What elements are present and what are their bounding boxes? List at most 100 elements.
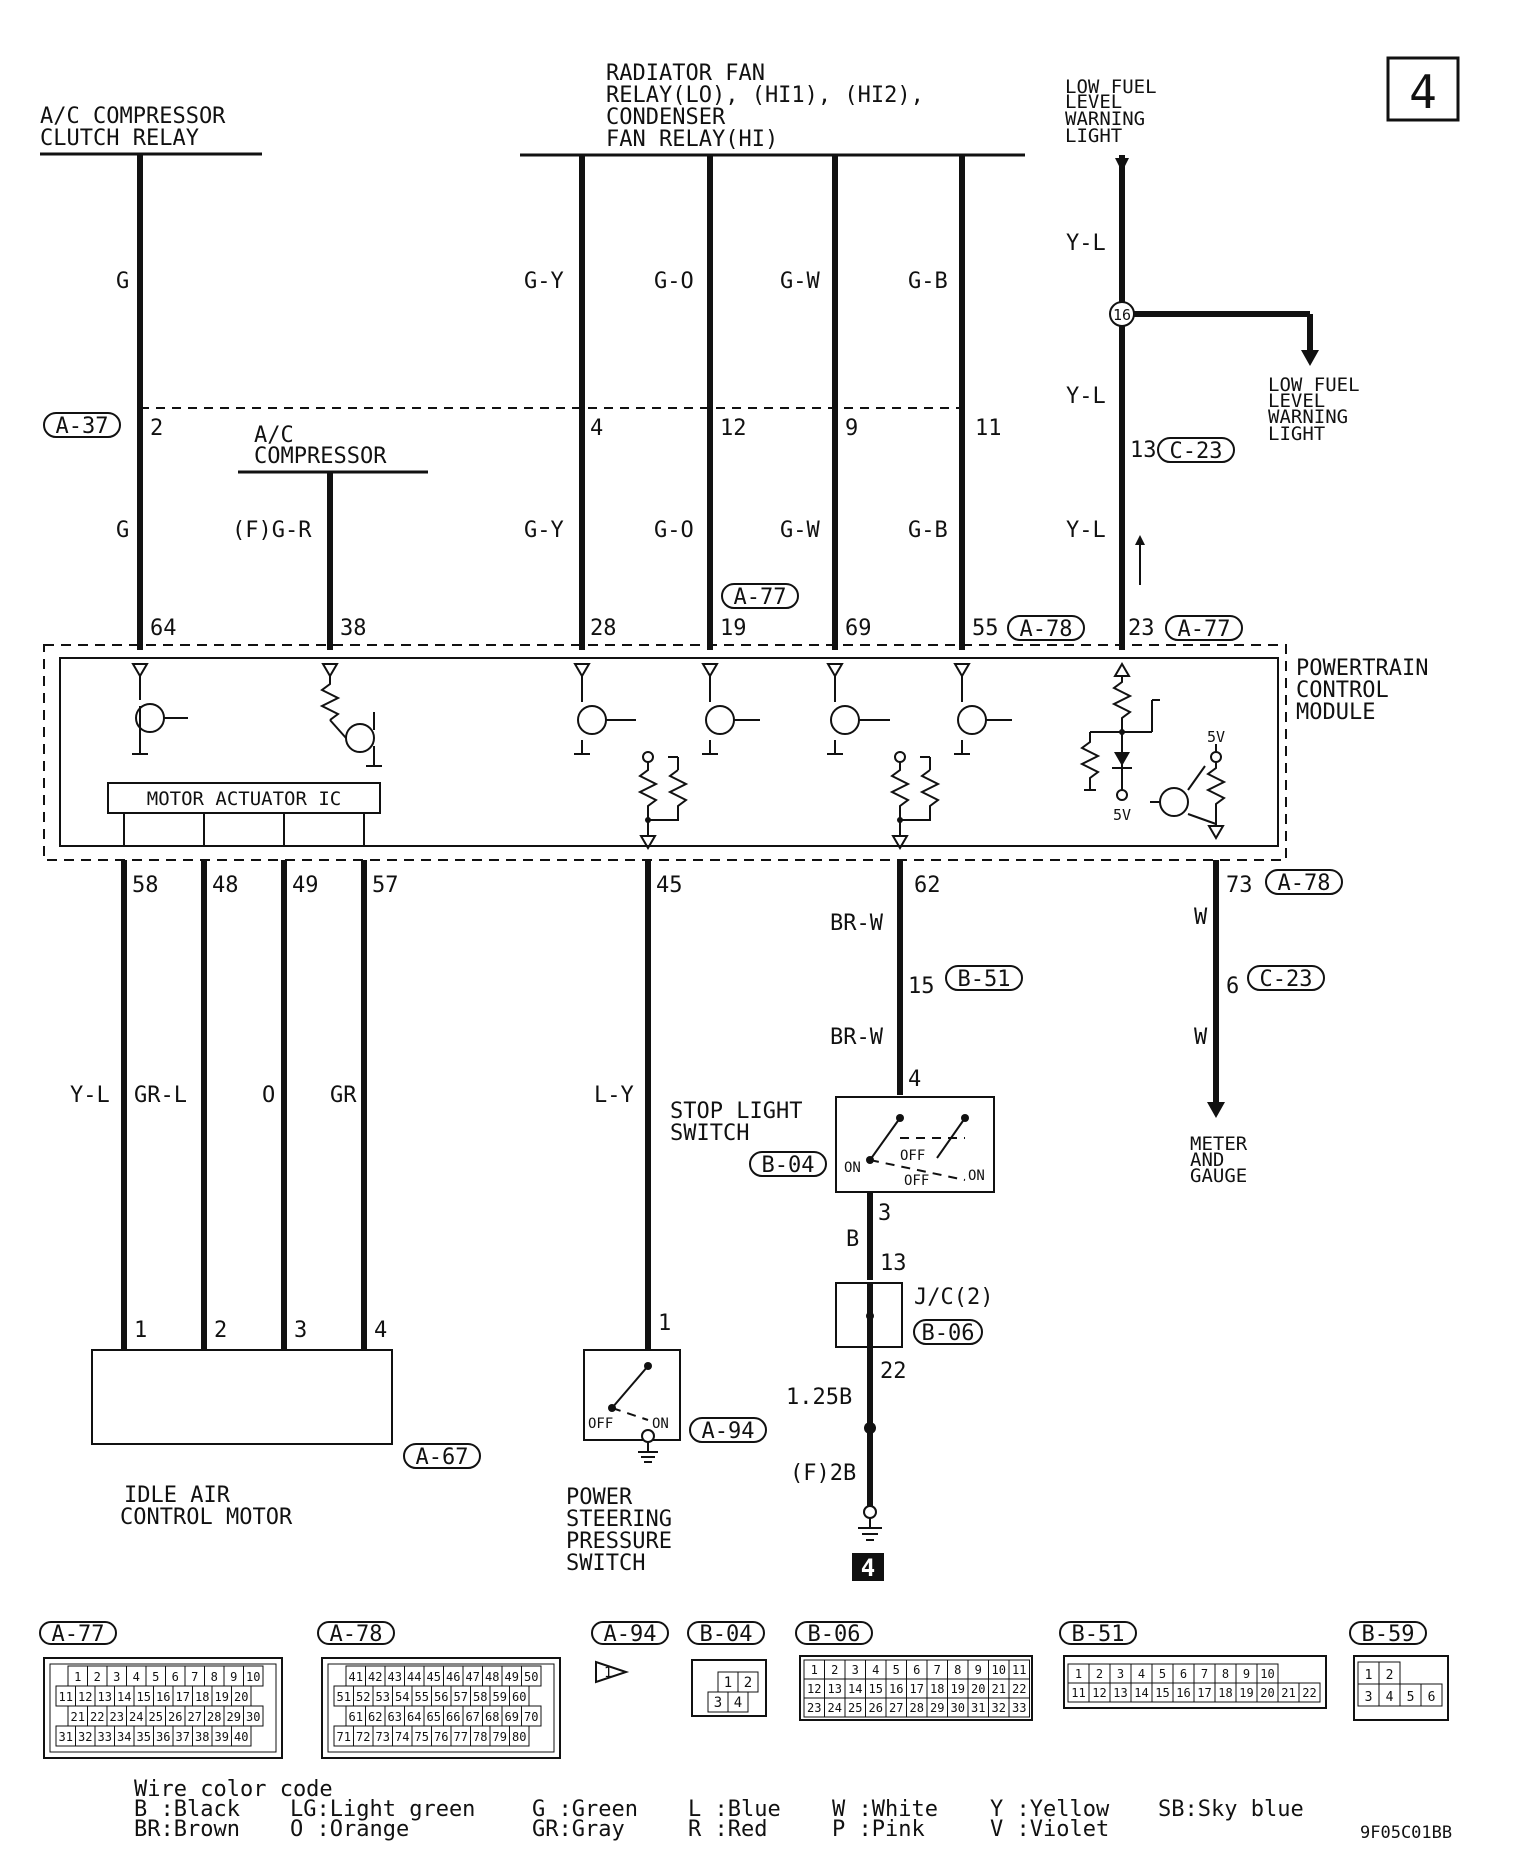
legend-a78-label: A-78: [330, 1622, 383, 1647]
wire-gw-conn-pin: 9: [845, 416, 858, 441]
connector-pin-number: 13: [828, 1682, 842, 1696]
low-fuel-right-4: LIGHT: [1268, 423, 1325, 445]
wire-73-c23-pin: 6: [1226, 974, 1239, 999]
connector-pin-number: 55: [415, 1690, 429, 1704]
connector-pin-number: 15: [1155, 1686, 1169, 1700]
wire-62-b51-pin: 15: [908, 974, 935, 999]
stop-out-pin: 3: [878, 1201, 891, 1226]
iac-label-2: CONTROL MOTOR: [120, 1505, 293, 1530]
wire-go-pcm-pin: 19: [720, 616, 747, 641]
connector-pin-number: 17: [1197, 1686, 1211, 1700]
connector-pin-number: 2: [831, 1663, 838, 1677]
wcc-l: L :Blue: [688, 1797, 781, 1822]
a78-tag-upper: [1007, 615, 1085, 641]
connector-pin-number: 39: [215, 1730, 229, 1744]
connector-pin-number: 15: [869, 1682, 883, 1696]
a77-tag-upper-text: A-77: [734, 585, 787, 610]
legend-a94-pin: 1: [604, 1665, 612, 1681]
connector-pin-number: 46: [446, 1670, 460, 1684]
connector-pin-number: 9: [975, 1663, 982, 1677]
legend-b06-label: B-06: [808, 1622, 861, 1647]
iac-motor-box: [91, 1349, 393, 1445]
wire-49-pcm-pin: 49: [292, 873, 319, 898]
connector-pin-number: 1: [1365, 1668, 1373, 1683]
connector-pin-number: 80: [512, 1730, 526, 1744]
connector-pin-number: 3: [852, 1663, 859, 1677]
connector-pin-number: 23: [110, 1710, 124, 1724]
connector-pin-number: 18: [930, 1682, 944, 1696]
wire-48-color: GR-L: [134, 1083, 187, 1108]
low-fuel-right-2: LEVEL: [1268, 390, 1325, 412]
page-number-box: [1386, 56, 1460, 122]
pcm-5v-right: 5V: [1207, 728, 1225, 746]
connector-pin-number: 20: [1260, 1686, 1274, 1700]
wire-57-color: GR: [330, 1083, 357, 1108]
connector-pin-number: 9: [230, 1670, 237, 1684]
connector-pin-number: 16: [1176, 1686, 1190, 1700]
a77-tag-upper: [721, 583, 799, 609]
connector-pin-number: 69: [505, 1710, 519, 1724]
connector-pin-number: 48: [485, 1670, 499, 1684]
connector-pin-number: 72: [356, 1730, 370, 1744]
a78-tag-lower-text: A-78: [1278, 871, 1331, 896]
connector-pin-number: 20: [971, 1682, 985, 1696]
stop-on-left: ON: [844, 1160, 861, 1176]
connector-pin-number: 23: [807, 1701, 821, 1715]
connector-pin-number: 12: [807, 1682, 821, 1696]
connector-pin-number: 49: [505, 1670, 519, 1684]
wcc-v: V :Violet: [990, 1817, 1109, 1842]
pcm-transistor-55: [953, 663, 1012, 755]
connector-pin-cell: [231, 1725, 252, 1747]
connector-pin-number: 28: [910, 1701, 924, 1715]
stop-switch-link: [869, 1159, 966, 1181]
wcc-gr: GR:Gray: [532, 1817, 625, 1842]
connector-pin-number: 7: [1201, 1667, 1208, 1681]
connector-pin-number: 33: [98, 1730, 112, 1744]
wire-g-pcm-pin: 64: [150, 616, 177, 641]
connector-pin-cell: [1008, 1697, 1030, 1718]
a77-tag-fuel: [1165, 615, 1243, 641]
wire-58-color: Y-L: [70, 1083, 110, 1108]
connector-pin-cell: [509, 1725, 530, 1747]
connector-pin-number: 25: [848, 1701, 862, 1715]
pcm-transistor-69: [826, 663, 890, 755]
connector-pin-number: 2: [94, 1670, 101, 1684]
connector-pin-cell: [1420, 1683, 1443, 1707]
connector-pin-number: 3: [1365, 1690, 1373, 1705]
connector-pin-number: 24: [828, 1701, 842, 1715]
connector-pin-number: 68: [485, 1710, 499, 1724]
a37-tag: [43, 412, 121, 438]
b51-tag-text: B-51: [958, 967, 1011, 992]
wcc-w: W :White: [832, 1797, 938, 1822]
connector-pin-number: 10: [1260, 1667, 1274, 1681]
low-fuel-top-2: LEVEL: [1065, 91, 1122, 113]
ps-label-3: PRESSURE: [566, 1529, 672, 1554]
connector-pin-number: 8: [954, 1663, 961, 1677]
wire-gy-pcm-pin: 28: [590, 616, 617, 641]
connector-pin-number: 27: [188, 1710, 202, 1724]
connector-pin-number: 3: [113, 1670, 120, 1684]
wire-57-pcm-pin: 57: [372, 873, 399, 898]
connector-pin-number: 30: [246, 1710, 260, 1724]
connector-pin-number: 17: [176, 1690, 190, 1704]
wire-color-code: Wire color code B :Black BR:Brown LG:Lig…: [134, 1777, 1304, 1842]
connector-pin-number: 6: [172, 1670, 179, 1684]
ps-label-4: SWITCH: [566, 1551, 645, 1576]
a78-tag-lower: [1265, 869, 1343, 895]
pcm-input-circuit-62: [889, 751, 941, 850]
connector-pin-number: 59: [493, 1690, 507, 1704]
connector-pin-number: 20: [234, 1690, 248, 1704]
figure-code: 9F05C01BB: [1360, 1823, 1452, 1843]
radiator-line-3: CONDENSER: [606, 105, 726, 130]
radiator-relay-label: RADIATOR FAN RELAY(LO), (HI1), (HI2), CO…: [606, 61, 924, 152]
ac-clutch-relay-label: A/C COMPRESSOR CLUTCH RELAY: [40, 104, 226, 151]
connector-pin-number: 22: [1302, 1686, 1316, 1700]
connector-pin-number: 24: [129, 1710, 143, 1724]
wcc-g: G :Green: [532, 1797, 638, 1822]
wire-73-color-1: W: [1194, 905, 1208, 930]
